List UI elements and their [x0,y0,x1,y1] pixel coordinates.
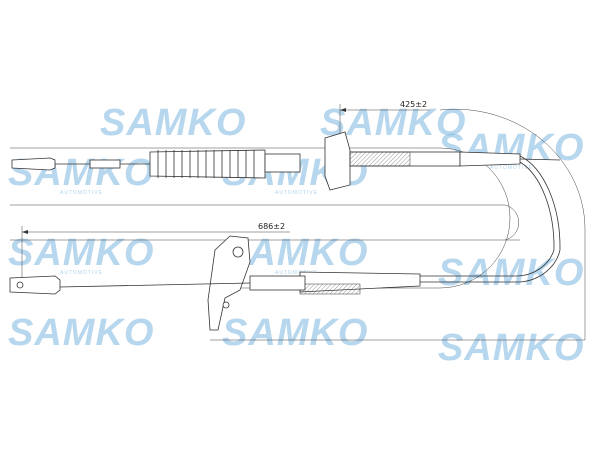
watermark-group: SAMKO SAMKO SAMKO SAMKO SAMKO SAMKO SAMK… [8,102,584,369]
watermark-tagline: AUTOMOTIVE [275,190,318,196]
watermark-text: SAMKO [438,327,584,369]
lower-cable [9,235,561,331]
watermark-text: SAMKO [8,232,154,274]
mounting-bracket [324,131,351,191]
spring-coils [157,150,255,178]
watermark-tagline: AUTOMOTIVE [275,270,318,276]
lever-pivot-hole [232,246,244,258]
adjuster-spring [149,149,266,179]
watermark-text: SAMKO [8,152,154,194]
upper-taper [459,151,521,167]
watermark-text: SAMKO [100,102,246,144]
watermark-tagline: AUTOMOTIVE [60,190,103,196]
watermark-text: SAMKO [438,252,584,294]
watermark-text: SAMKO [8,312,154,354]
upper-cable [11,131,561,251]
lever-pin-hole [222,301,230,309]
lower-ferrule [249,275,306,291]
dimension-label-lower: 686±2 [258,222,285,231]
threaded-adjuster [264,153,301,173]
upper-ferrule [89,159,121,169]
watermark-tagline: AUTOMOTIVE [490,165,533,171]
routing-outline [10,108,586,341]
end-fitting-eye [16,281,24,289]
upper-end-fitting [11,157,56,171]
watermark-tagline: AUTOMOTIVE [60,270,103,276]
lower-end-fitting [9,275,61,295]
watermark-text: SAMKO [222,312,368,354]
release-lever [207,235,251,331]
dimension-label-upper: 425±2 [400,100,427,109]
